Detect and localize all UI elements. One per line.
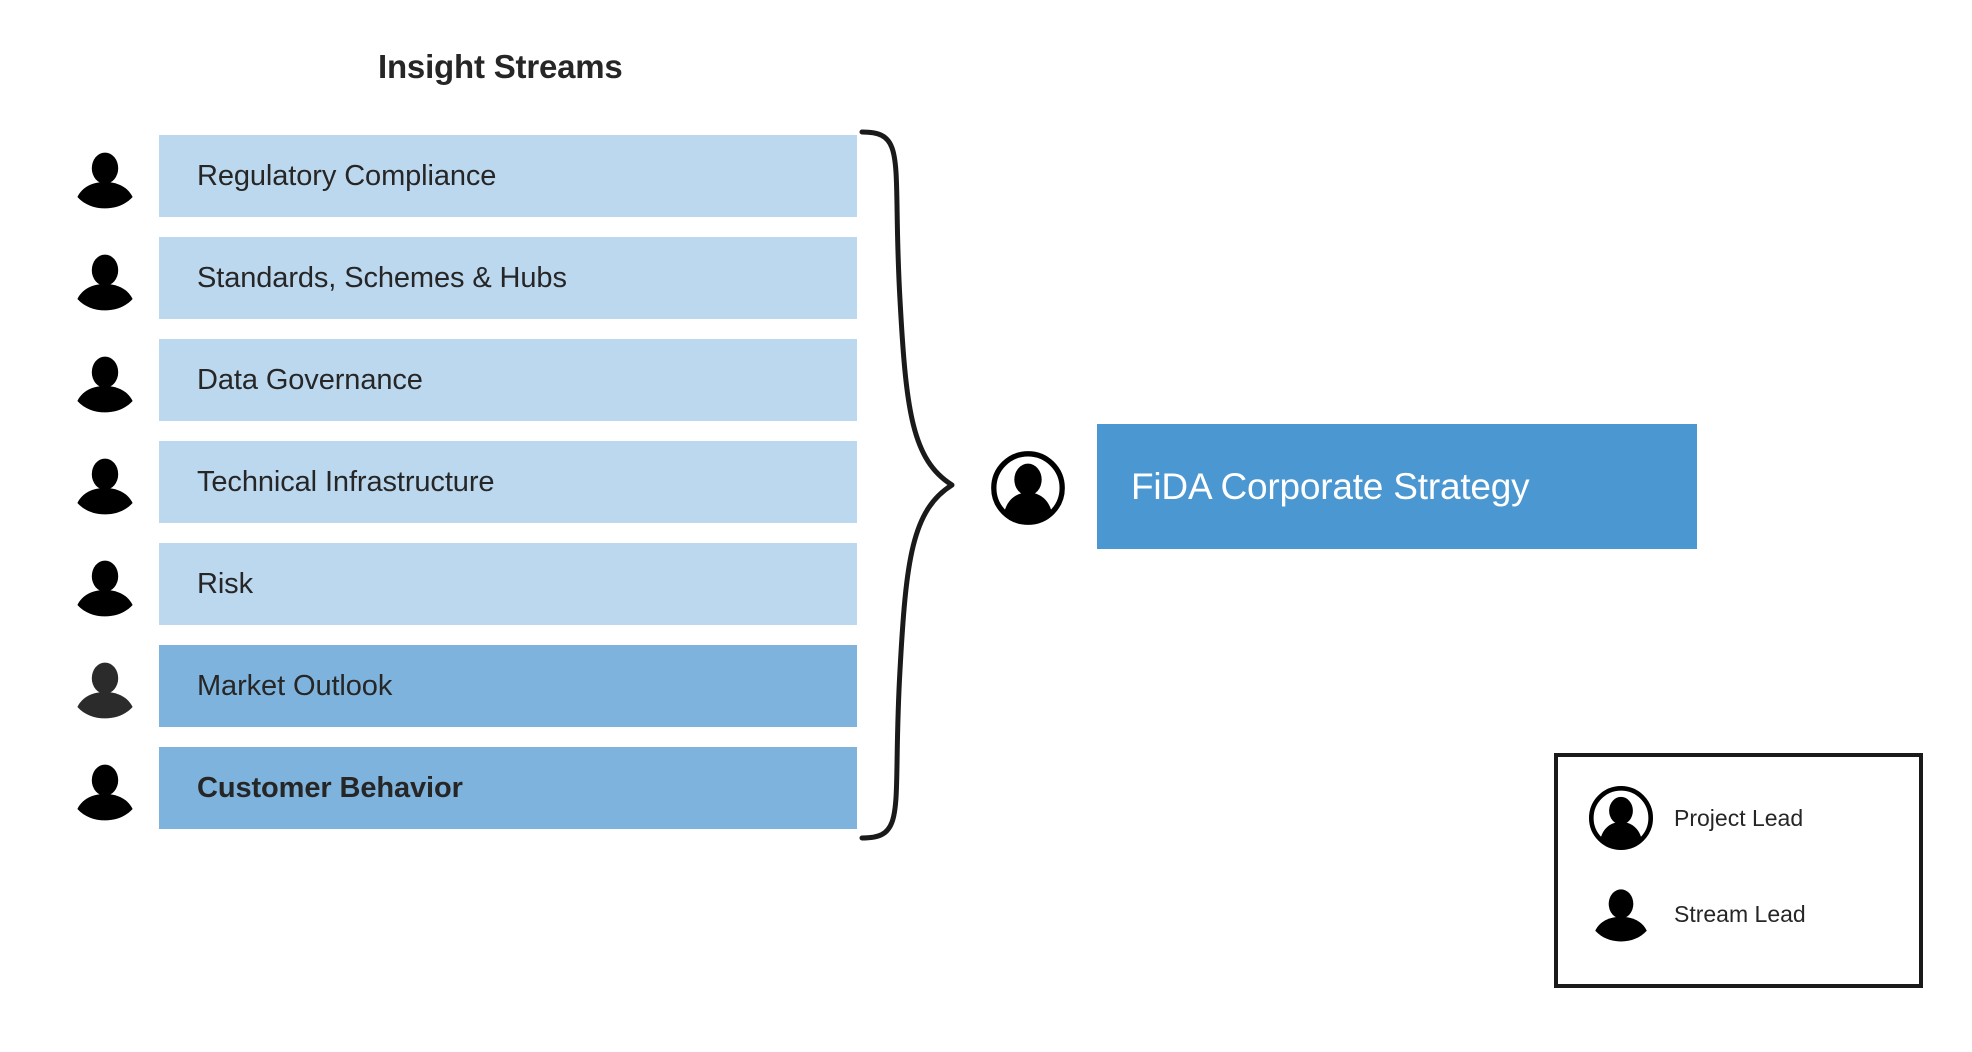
- fida-corporate-strategy-label: FiDA Corporate Strategy: [1131, 465, 1530, 507]
- legend-item-stream-lead: Stream Lead: [1586, 879, 1806, 949]
- legend-label-stream-lead: Stream Lead: [1674, 900, 1806, 927]
- page-title: Insight Streams: [378, 48, 623, 85]
- stream-label: Standards, Schemes & Hubs: [197, 261, 567, 294]
- project-lead-node: [990, 450, 1066, 526]
- stream-lead-icon: [72, 455, 138, 515]
- fida-corporate-strategy-box[interactable]: FiDA Corporate Strategy: [1097, 424, 1697, 549]
- stream-row[interactable]: Risk: [0, 543, 900, 625]
- stream-lead-icon: [72, 761, 138, 821]
- stream-row[interactable]: Market Outlook: [0, 645, 900, 727]
- project-lead-icon: [1586, 783, 1656, 853]
- stream-bar[interactable]: [159, 441, 857, 523]
- legend-item-project-lead: Project Lead: [1586, 783, 1803, 853]
- stream-row[interactable]: Customer Behavior: [0, 747, 900, 829]
- stream-label: Customer Behavior: [197, 771, 463, 804]
- stream-row[interactable]: Standards, Schemes & Hubs: [0, 237, 900, 319]
- stream-bar[interactable]: [159, 339, 857, 421]
- stream-bar[interactable]: [159, 135, 857, 217]
- stream-bar[interactable]: [159, 237, 857, 319]
- stream-label: Technical Infrastructure: [197, 465, 495, 498]
- stream-row[interactable]: Data Governance: [0, 339, 900, 421]
- stream-label: Data Governance: [197, 363, 423, 396]
- stream-row[interactable]: Regulatory Compliance: [0, 135, 900, 217]
- stream-label: Market Outlook: [197, 669, 393, 702]
- legend-label-project-lead: Project Lead: [1674, 804, 1804, 831]
- stream-bar[interactable]: [159, 747, 857, 829]
- stream-lead-icon: [72, 149, 138, 209]
- stream-bar[interactable]: [159, 543, 857, 625]
- curly-brace-connector: [856, 120, 996, 850]
- stream-label: Risk: [197, 567, 253, 600]
- stream-bar[interactable]: [159, 645, 857, 727]
- project-lead-icon: [991, 451, 1065, 525]
- stream-row[interactable]: Technical Infrastructure: [0, 441, 900, 523]
- stream-lead-icon: [1586, 879, 1656, 949]
- stream-lead-icon: [72, 557, 138, 617]
- stream-lead-icon: [72, 251, 138, 311]
- legend: Project Lead Stream Lead: [1554, 753, 1923, 988]
- stream-label: Regulatory Compliance: [197, 159, 497, 192]
- stream-lead-icon: [72, 659, 138, 719]
- stream-lead-icon: [72, 353, 138, 413]
